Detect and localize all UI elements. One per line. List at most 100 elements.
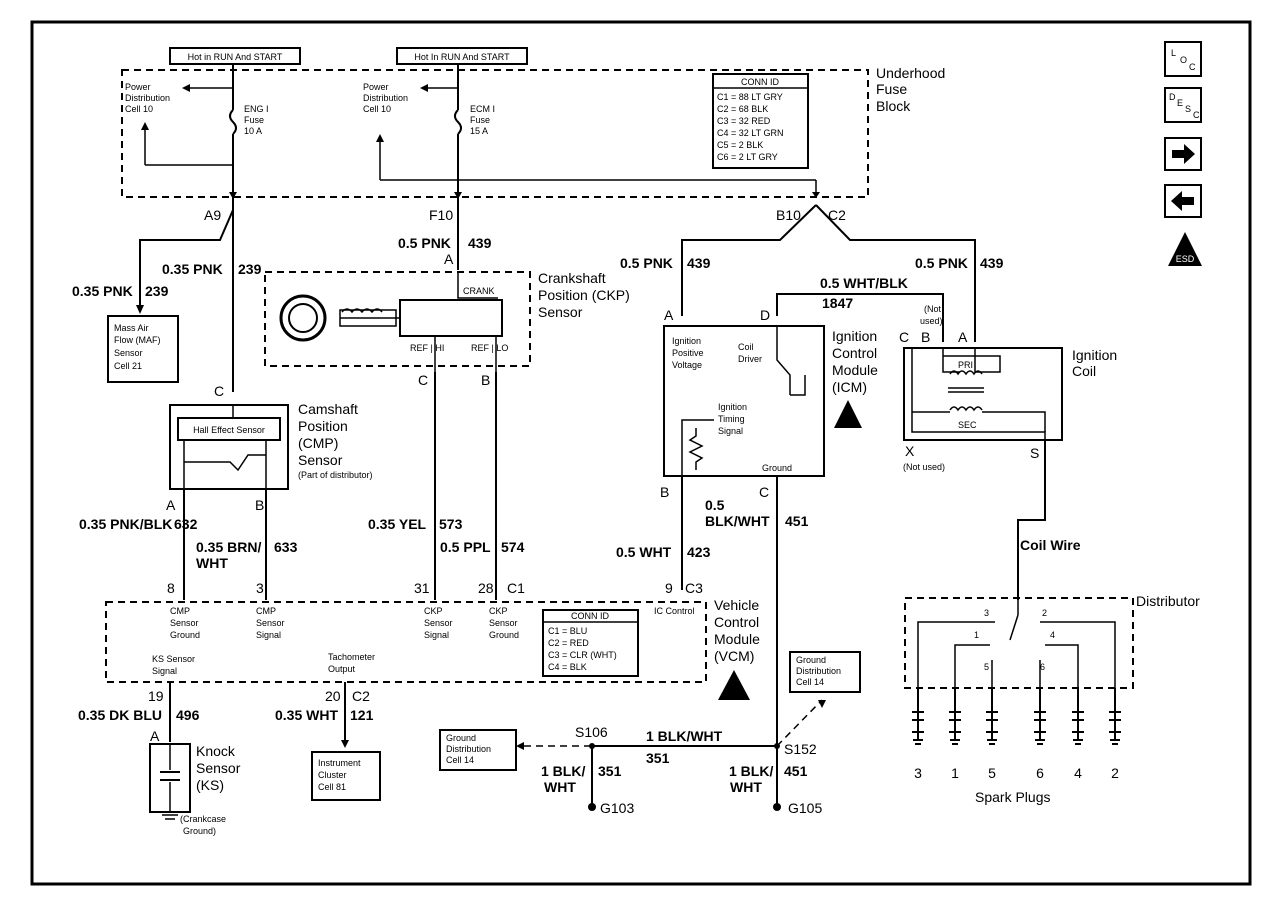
svg-text:0.5 WHT: 0.5 WHT [616,544,672,560]
svg-text:CMP: CMP [256,606,276,616]
svg-text:633: 633 [274,539,298,555]
svg-text:A: A [166,497,176,513]
svg-text:Hall Effect Sensor: Hall Effect Sensor [193,425,265,435]
svg-text:A9: A9 [204,207,221,223]
svg-text:Sensor: Sensor [489,618,518,628]
svg-text:IC Control: IC Control [654,606,695,616]
svg-text:Sensor: Sensor [298,452,343,468]
spark-plug-4 [1072,688,1084,745]
svg-text:239: 239 [238,261,262,277]
svg-text:439: 439 [468,235,492,251]
svg-text:Sensor: Sensor [196,760,241,776]
svg-text:C2 = 68 BLK: C2 = 68 BLK [717,104,768,114]
svg-text:Module: Module [832,362,878,378]
prev-arrow-icon[interactable] [1164,184,1202,218]
svg-text:CONN ID: CONN ID [741,77,780,87]
svg-text:C1 = 88 LT GRY: C1 = 88 LT GRY [717,92,783,102]
svg-text:REF | LO: REF | LO [471,343,508,353]
svg-text:Cell 10: Cell 10 [363,104,391,114]
svg-text:Ground: Ground [762,463,792,473]
svg-text:Module: Module [714,631,760,647]
svg-text:S: S [1185,104,1191,114]
desc-icon[interactable]: D E S C [1164,87,1202,123]
svg-text:Ground): Ground) [183,826,216,836]
svg-text:2: 2 [1042,608,1047,618]
svg-text:0.35 WHT: 0.35 WHT [275,707,338,723]
svg-text:Power: Power [363,82,389,92]
svg-text:Signal: Signal [718,426,743,436]
underhood-fuse-block: Hot in RUN And START Hot In RUN And STAR… [121,47,945,223]
svg-text:Crankshaft: Crankshaft [538,270,606,286]
svg-text:C: C [214,383,224,399]
svg-text:CKP: CKP [424,606,443,616]
hot-run-start-left: Hot in RUN And START [188,52,283,62]
svg-text:Knock: Knock [196,743,236,759]
svg-text:6: 6 [1040,662,1045,672]
esd-icm-icon [834,400,862,428]
svg-text:Control: Control [832,345,877,361]
loc-icon[interactable]: L O C [1164,41,1202,77]
svg-text:Fuse: Fuse [244,115,264,125]
svg-text:C: C [759,484,769,500]
svg-text:Ignition: Ignition [1072,347,1117,363]
svg-text:1 BLK/: 1 BLK/ [541,763,585,779]
svg-text:C: C [418,372,428,388]
svg-text:Cell 10: Cell 10 [125,104,153,114]
svg-text:4: 4 [1050,630,1055,640]
svg-text:used): used) [920,316,943,326]
svg-text:ENG I: ENG I [244,104,269,114]
svg-text:5: 5 [984,662,989,672]
svg-text:Camshaft: Camshaft [298,401,358,417]
svg-text:3: 3 [984,608,989,618]
svg-text:S152: S152 [784,741,817,757]
svg-text:C5 = 2 BLK: C5 = 2 BLK [717,140,763,150]
svg-text:351: 351 [598,763,622,779]
spark-plug-1 [949,688,961,745]
distributor: Distributor 3 2 1 4 5 6 [904,593,1200,689]
svg-text:Ignition: Ignition [718,402,747,412]
svg-text:28: 28 [478,580,494,596]
svg-text:CMP: CMP [170,606,190,616]
svg-text:Ground: Ground [446,733,476,743]
svg-text:C: C [899,329,909,345]
svg-text:0.35 BRN/: 0.35 BRN/ [196,539,261,555]
svg-text:S106: S106 [575,724,608,740]
esd-warning-icon: ESD [1168,232,1202,266]
cmp-sensor: C Hall Effect Sensor Camshaft Position (… [79,383,373,600]
svg-text:G103: G103 [600,800,634,816]
svg-text:(Part of distributor): (Part of distributor) [298,470,373,480]
svg-text:0.35 YEL: 0.35 YEL [368,516,427,532]
svg-text:ESD: ESD [1176,254,1195,264]
svg-text:A: A [444,251,454,267]
svg-text:PRI: PRI [958,360,973,370]
svg-text:G105: G105 [788,800,822,816]
svg-text:0.35 PNK: 0.35 PNK [162,261,223,277]
svg-text:Ignition: Ignition [832,328,877,344]
svg-text:Positive: Positive [672,348,704,358]
svg-text:Spark Plugs: Spark Plugs [975,789,1050,805]
svg-text:451: 451 [785,513,809,529]
svg-text:C1: C1 [507,580,525,596]
spark-plug-3 [912,688,924,745]
svg-text:CRANK: CRANK [463,286,495,296]
fuse-block-title: Underhood [876,65,945,81]
svg-text:ECM I: ECM I [470,104,495,114]
spark-plug-5 [986,688,998,745]
svg-text:423: 423 [687,544,711,560]
spark-plugs: 3 1 5 6 4 2 Spark Plugs [912,688,1121,805]
svg-text:Distribution: Distribution [125,93,170,103]
svg-text:1 BLK/WHT: 1 BLK/WHT [646,728,723,744]
svg-text:573: 573 [439,516,463,532]
svg-text:Ground: Ground [489,630,519,640]
svg-text:B: B [660,484,669,500]
hot-run-start-right: Hot In RUN And START [414,52,510,62]
svg-text:121: 121 [350,707,374,723]
svg-text:Signal: Signal [424,630,449,640]
svg-text:439: 439 [980,255,1004,271]
svg-text:X: X [905,443,915,459]
next-arrow-icon[interactable] [1164,137,1202,171]
svg-text:31: 31 [414,580,430,596]
svg-text:Position (CKP): Position (CKP) [538,287,630,303]
svg-text:Position: Position [298,418,348,434]
